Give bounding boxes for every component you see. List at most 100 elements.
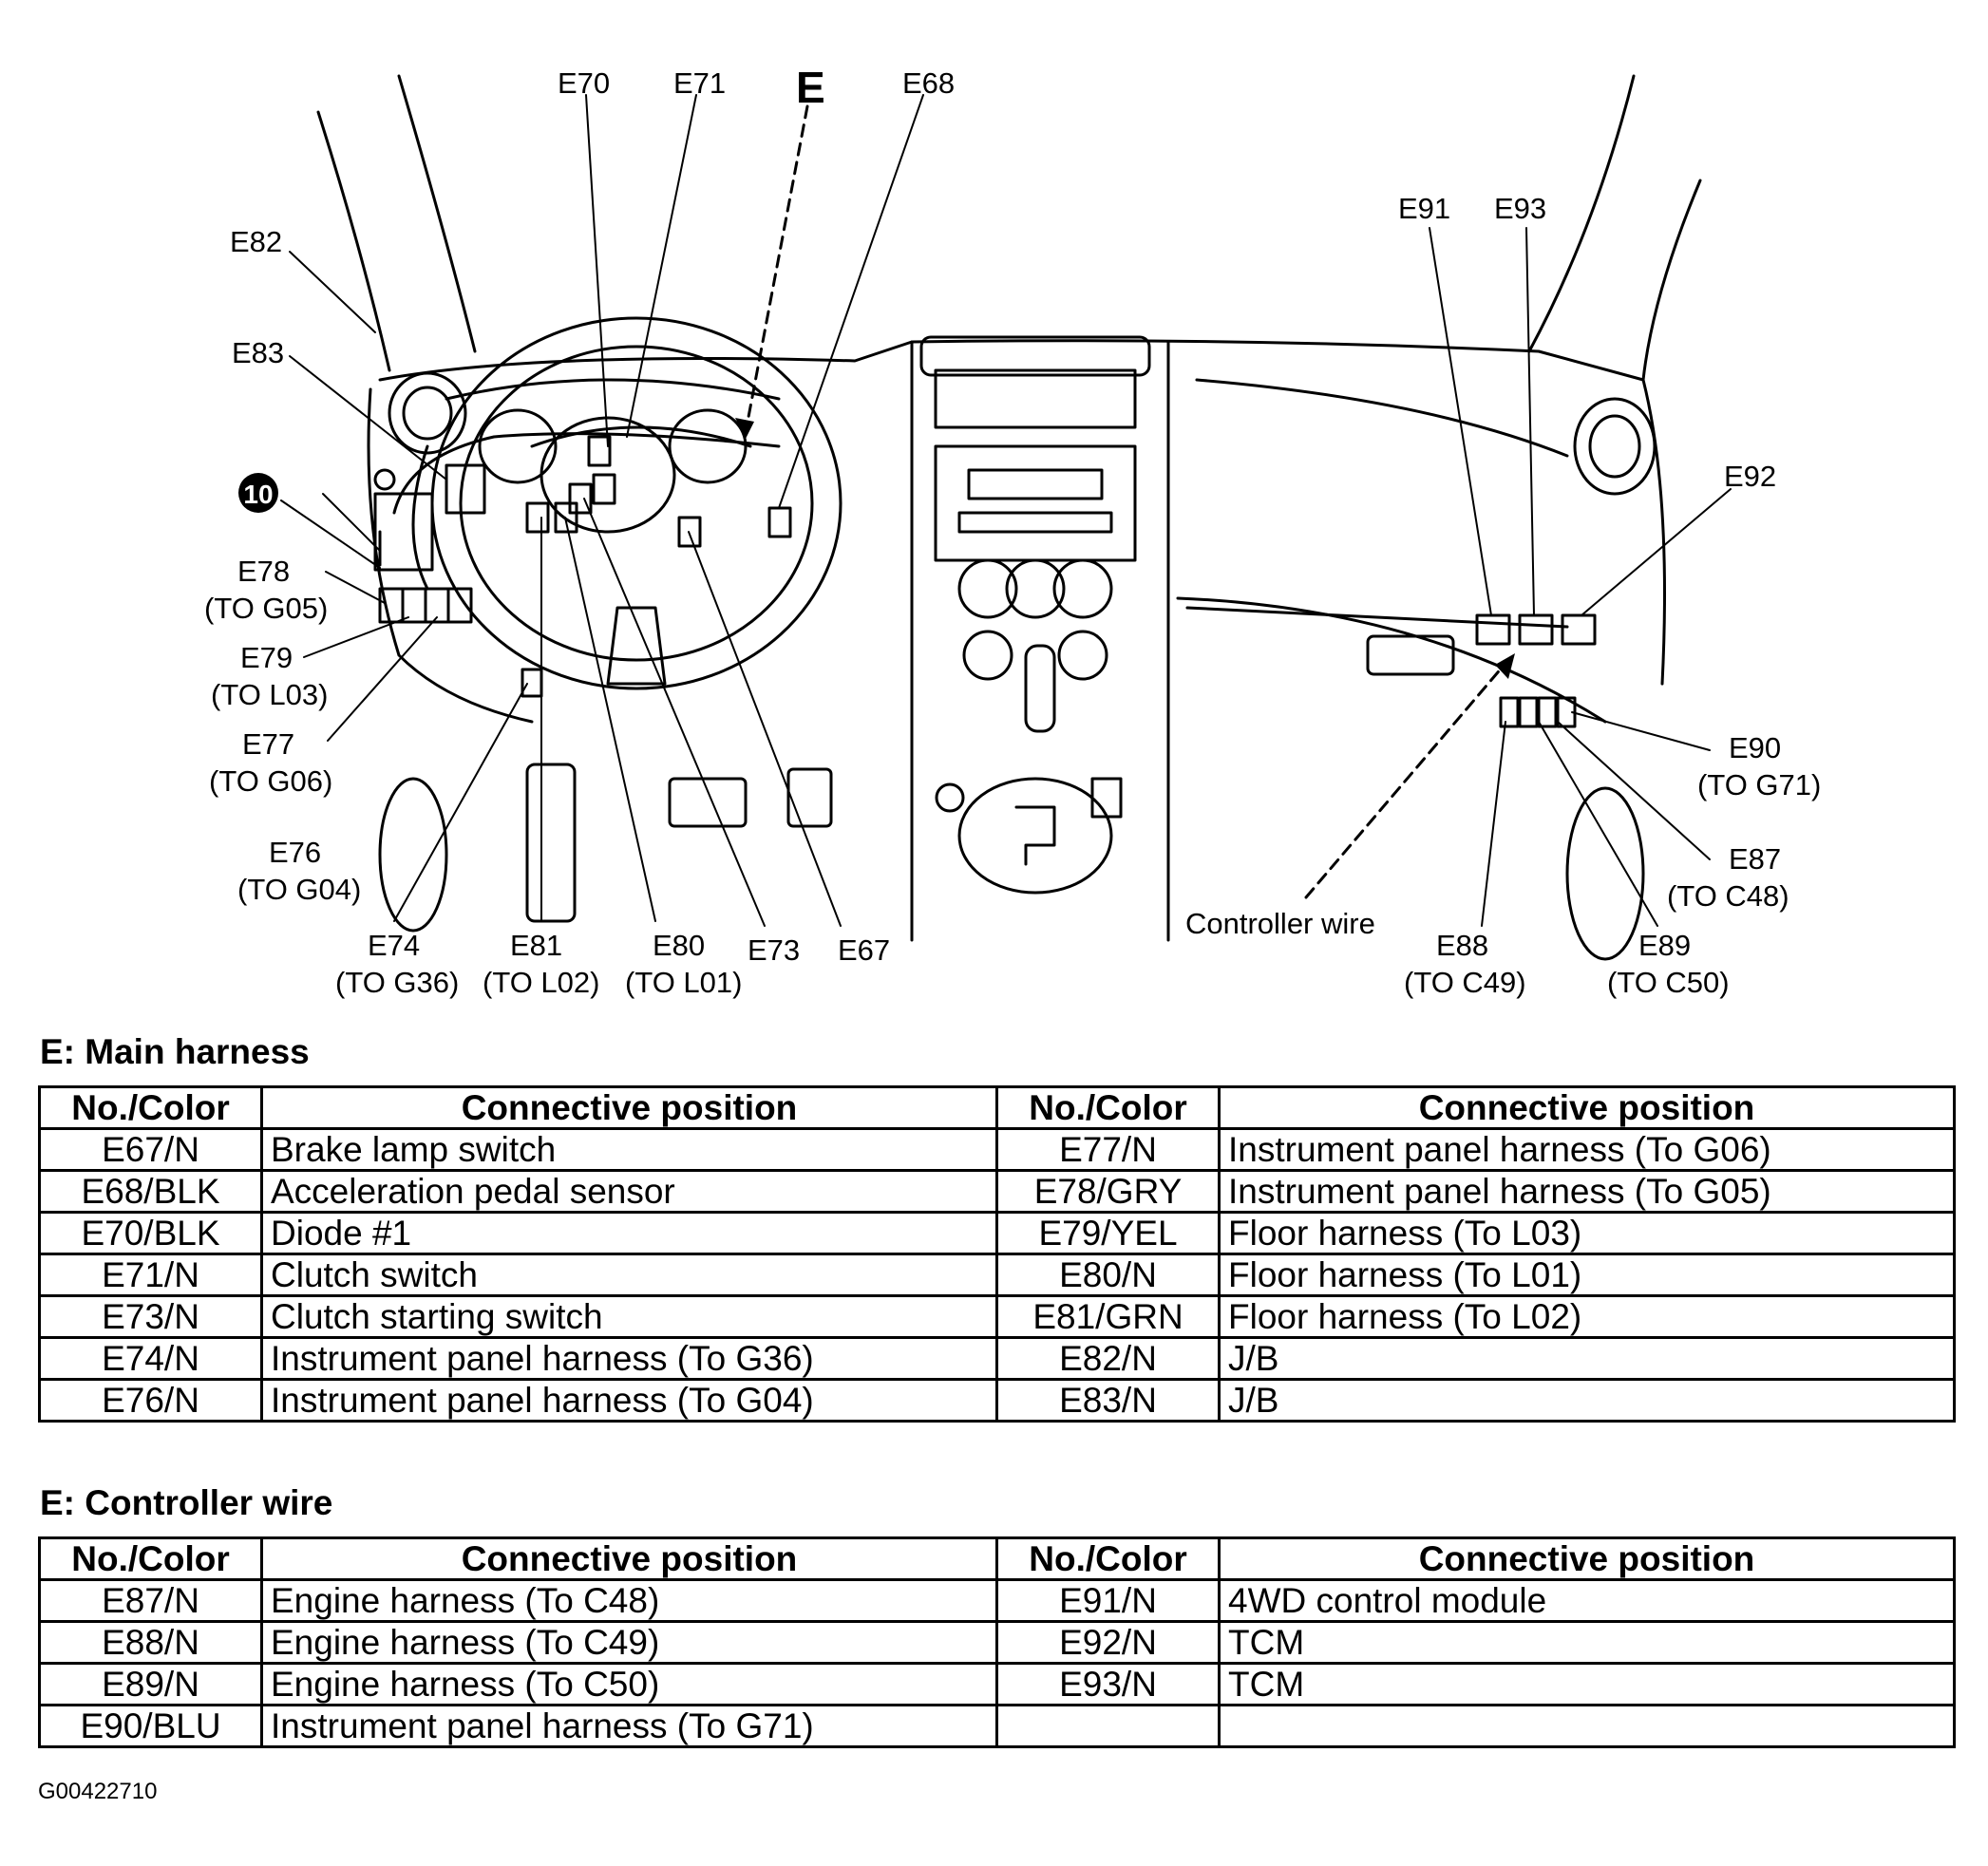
connective-position-cell: Acceleration pedal sensor <box>260 1169 998 1214</box>
circled-number-badge: 10 <box>238 473 278 513</box>
connector-number-cell: E83/N <box>995 1378 1221 1423</box>
connective-position-cell: Instrument panel harness (To G05) <box>1218 1169 1956 1214</box>
left-connectors <box>373 435 792 698</box>
label-e74-to: (TO G36) <box>335 966 459 999</box>
label-e83: E83 <box>232 336 284 369</box>
header-no-color: No./Color <box>995 1536 1221 1581</box>
connector-number-cell: E74/N <box>38 1336 263 1381</box>
connector-number-cell: E93/N <box>995 1662 1221 1706</box>
connector-number-cell: E90/BLU <box>38 1704 263 1748</box>
label-e76: E76 <box>269 836 321 869</box>
connective-position-cell: Clutch starting switch <box>260 1294 998 1339</box>
connector-number-cell: E80/N <box>995 1253 1221 1297</box>
header-connective-position: Connective position <box>260 1085 998 1130</box>
connector-number-cell: E79/YEL <box>995 1211 1221 1255</box>
connector-number-cell: E87/N <box>38 1578 263 1623</box>
label-e78-to: (TO G05) <box>204 592 328 625</box>
header-connective-position: Connective position <box>1218 1085 1956 1130</box>
figure-id: G00422710 <box>38 1779 158 1804</box>
dashboard-outline <box>316 74 1702 942</box>
label-e81: E81 <box>510 929 562 962</box>
connective-position-cell: Floor harness (To L03) <box>1218 1211 1956 1255</box>
connective-position-cell: 4WD control module <box>1218 1578 1956 1623</box>
leader-lines <box>280 94 1732 927</box>
left-junction-box <box>373 432 781 591</box>
label-e74: E74 <box>368 929 420 962</box>
label-e89-to: (TO C50) <box>1607 966 1730 999</box>
label-e91: E91 <box>1398 192 1450 225</box>
right-air-vent <box>1573 397 1657 496</box>
label-controller-wire: Controller wire <box>1185 907 1375 940</box>
connector-number-cell: E88/N <box>38 1620 263 1665</box>
connector-number-cell: E70/BLK <box>38 1211 263 1255</box>
label-e89: E89 <box>1638 929 1691 962</box>
connective-position-cell: TCM <box>1218 1662 1956 1706</box>
label-e71: E71 <box>673 66 726 100</box>
header-connective-position: Connective position <box>1218 1536 1956 1581</box>
e-arrowhead <box>735 418 754 439</box>
connective-position-cell: Engine harness (To C49) <box>260 1620 998 1665</box>
label-e79: E79 <box>240 641 293 674</box>
connective-position-cell: Floor harness (To L02) <box>1218 1294 1956 1339</box>
label-e81-to: (TO L02) <box>483 966 599 999</box>
label-e90: E90 <box>1729 731 1781 764</box>
connective-position-cell: Instrument panel harness (To G36) <box>260 1336 998 1381</box>
connector-number-cell: E76/N <box>38 1378 263 1423</box>
connective-position-cell: TCM <box>1218 1620 1956 1665</box>
connective-position-cell: Brake lamp switch <box>260 1127 998 1172</box>
connective-position-cell: J/B <box>1218 1378 1956 1423</box>
connective-position-cell: Instrument panel harness (To G04) <box>260 1378 998 1423</box>
label-e79-to: (TO L03) <box>211 678 328 711</box>
left-air-vent <box>388 371 467 455</box>
instrument-cluster <box>445 378 781 534</box>
label-e88: E88 <box>1436 929 1488 962</box>
label-e93: E93 <box>1494 192 1546 225</box>
main-harness-title: E: Main harness <box>40 1032 310 1071</box>
center-console <box>919 335 1151 895</box>
connector-number-cell: E92/N <box>995 1620 1221 1665</box>
section-marker: E <box>796 63 825 112</box>
connective-position-cell: Clutch switch <box>260 1253 998 1297</box>
connective-position-cell: Diode #1 <box>260 1211 998 1255</box>
main-harness-table: No./Color Connective position No./Color … <box>38 1085 1956 1423</box>
right-connectors <box>1475 613 1597 728</box>
header-no-color: No./Color <box>995 1085 1221 1130</box>
label-e80: E80 <box>653 929 705 962</box>
header-no-color: No./Color <box>38 1085 263 1130</box>
connective-position-cell: Instrument panel harness (To G71) <box>260 1704 998 1748</box>
label-e90-to: (TO G71) <box>1697 768 1821 801</box>
pedals <box>378 763 1645 961</box>
steering-wheel <box>430 316 843 690</box>
badge-number: 10 <box>243 480 273 509</box>
connector-number-cell: E68/BLK <box>38 1169 263 1214</box>
label-e87: E87 <box>1729 842 1781 876</box>
table-header-row: No./Color Connective position No./Color … <box>38 1085 1956 1130</box>
connector-number-cell: E77/N <box>995 1127 1221 1172</box>
connective-position-cell: Instrument panel harness (To G06) <box>1218 1127 1956 1172</box>
connector-number-cell: E78/GRY <box>995 1169 1221 1214</box>
label-e70: E70 <box>558 66 610 100</box>
connector-number-cell <box>995 1704 1221 1748</box>
connector-number-cell: E89/N <box>38 1662 263 1706</box>
connective-position-cell: Engine harness (To C50) <box>260 1662 998 1706</box>
label-e73: E73 <box>748 933 800 967</box>
label-e78: E78 <box>237 555 290 588</box>
label-e87-to: (TO C48) <box>1667 879 1789 913</box>
label-e67: E67 <box>838 933 890 967</box>
controller-wire-arrowhead <box>1495 653 1515 679</box>
connector-number-cell: E81/GRN <box>995 1294 1221 1339</box>
connector-number-cell: E91/N <box>995 1578 1221 1623</box>
label-e92: E92 <box>1724 460 1776 493</box>
connective-position-cell <box>1218 1704 1956 1748</box>
label-e76-to: (TO G04) <box>237 873 361 906</box>
connector-number-cell: E73/N <box>38 1294 263 1339</box>
